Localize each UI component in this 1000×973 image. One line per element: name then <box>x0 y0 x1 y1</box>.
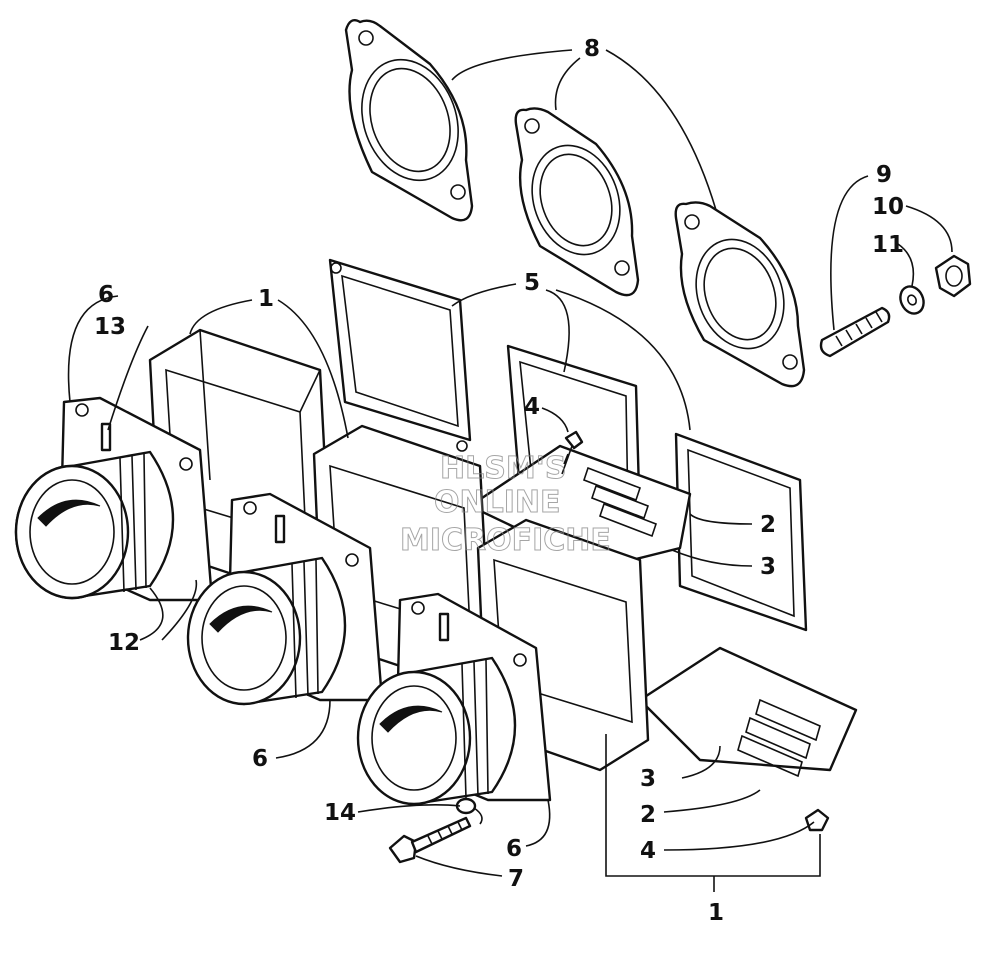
flange-gasket-top <box>344 19 474 222</box>
flange-gasket-middle <box>514 107 640 297</box>
callout-9: 9 <box>876 162 892 188</box>
callout-4-upper: 4 <box>524 394 540 420</box>
callout-6-bottom: 6 <box>506 836 522 862</box>
callout-14: 14 <box>324 800 356 826</box>
intake-boot-middle <box>186 556 347 706</box>
callout-3-upper: 3 <box>760 554 776 580</box>
callout-labels: 8 9 10 11 5 1 6 13 4 2 3 12 6 3 2 14 4 6… <box>94 36 904 926</box>
pulse-fitting-top <box>100 422 112 452</box>
callout-2-lower: 2 <box>640 802 656 828</box>
pulse-fitting-bottom <box>438 612 450 642</box>
bolt <box>388 816 472 864</box>
callout-13: 13 <box>94 314 126 340</box>
intake-boot-top <box>14 450 175 600</box>
svg-text:MICROFICHE: MICROFICHE <box>400 523 611 558</box>
callout-10: 10 <box>872 194 904 220</box>
screw-lower <box>804 808 830 832</box>
callout-12: 12 <box>108 630 140 656</box>
nut <box>934 254 972 298</box>
callout-2-upper: 2 <box>760 512 776 538</box>
callout-6-top: 6 <box>98 282 114 308</box>
callout-5: 5 <box>524 270 540 296</box>
stud <box>819 306 891 358</box>
reed-petal-lower <box>638 646 858 778</box>
callout-1-top: 1 <box>258 286 274 312</box>
watermark: HLSM'S ONLINE MICROFICHE <box>400 451 612 559</box>
screw-upper <box>561 430 584 475</box>
callout-7: 7 <box>508 866 524 892</box>
svg-text:ONLINE: ONLINE <box>434 485 561 520</box>
callout-11: 11 <box>872 232 904 258</box>
leader-lines <box>67 49 953 892</box>
washer <box>899 285 925 315</box>
flange-gasket-bottom <box>674 201 806 388</box>
callout-8: 8 <box>584 36 600 62</box>
hose-clip <box>455 797 483 825</box>
svg-text:HLSM'S: HLSM'S <box>440 451 566 486</box>
callout-3-lower: 3 <box>640 766 656 792</box>
callout-4-lower: 4 <box>640 838 656 864</box>
reed-gasket-top <box>328 258 472 452</box>
callout-6-middle: 6 <box>252 746 268 772</box>
pulse-fitting-middle <box>274 514 286 544</box>
intake-boot-bottom <box>356 656 517 806</box>
callout-1-bottom: 1 <box>708 900 724 926</box>
reed-gasket-bottom <box>674 432 808 632</box>
